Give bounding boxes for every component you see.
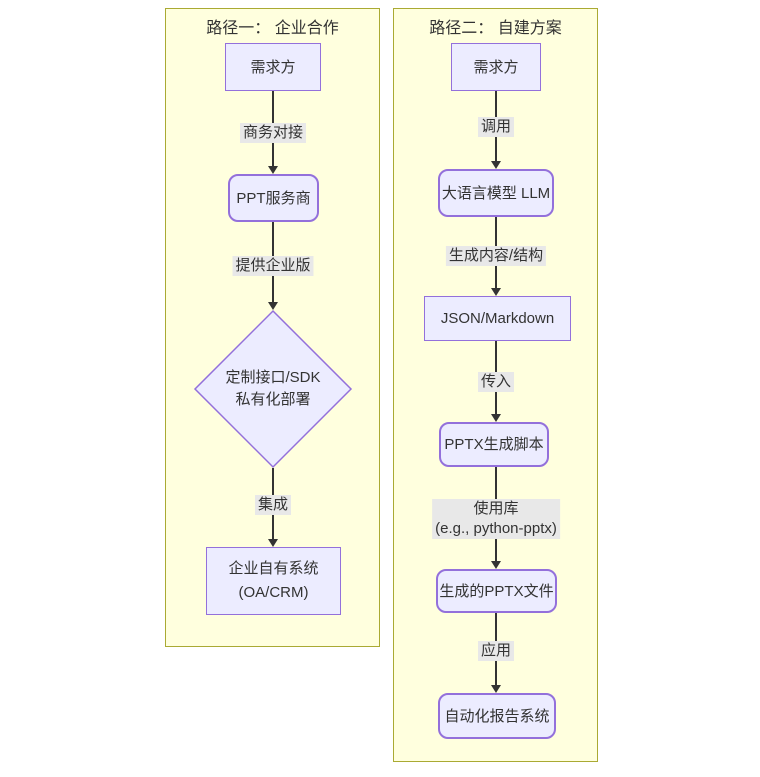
node-label: 生成的PPTX文件 [439,582,554,600]
edge-label-use-library: 使用库 (e.g., python-pptx) [432,499,560,539]
cluster-path1-title: 路径一： 企业合作 [206,20,339,37]
node-json-markdown: JSON/Markdown [424,296,571,341]
node-label: PPTX生成脚本 [444,436,544,453]
node-report-system: 自动化报告系统 [438,693,556,739]
arrowhead-icon [268,166,278,174]
node-demand-side-2: 需求方 [451,43,541,91]
node-llm: 大语言模型 LLM [438,169,554,217]
cluster-path2-title: 路径二： 自建方案 [429,20,562,37]
node-custom-sdk-decision: 定制接口/SDK 私有化部署 [194,367,352,411]
edge-label-pass-in: 传入 [477,372,515,392]
arrowhead-icon [268,302,278,310]
edge-label-line2: (e.g., python-pptx) [435,520,557,537]
arrowhead-icon [491,685,501,693]
node-label: PPT服务商 [236,189,311,207]
edge-label-provide-enterprise: 提供企业版 [232,256,314,276]
node-enterprise-system: 企业自有系统 (OA/CRM) [206,547,341,615]
node-label: 自动化报告系统 [444,707,550,725]
arrowhead-icon [491,561,501,569]
node-pptx-file: 生成的PPTX文件 [436,569,557,613]
node-label: 需求方 [473,58,519,76]
node-label-line1: 定制接口/SDK [225,369,321,386]
node-label-line2: 私有化部署 [235,391,311,408]
node-demand-side-1: 需求方 [225,43,321,91]
node-label: JSON/Markdown [440,310,555,327]
edge-label-call: 调用 [477,117,515,137]
node-label-line1: 企业自有系统 [228,560,319,577]
edge-label-integration: 集成 [254,495,292,515]
cluster-path1: 路径一： 企业合作 商务对接 提供企业版 集成 需求方 PPT服务商 定制接口/… [165,8,380,647]
arrowhead-icon [491,161,501,169]
node-label: 需求方 [250,58,296,76]
arrowhead-icon [268,539,278,547]
edge-label-business-contact: 商务对接 [239,123,307,143]
edge-label-generate-content: 生成内容/结构 [445,246,547,266]
cluster-path2: 路径二： 自建方案 调用 生成内容/结构 传入 使用库 (e.g., pytho… [393,8,598,762]
edge-label-apply: 应用 [477,641,515,661]
node-ppt-vendor: PPT服务商 [228,174,319,222]
arrowhead-icon [491,288,501,296]
node-label-line2: (OA/CRM) [238,584,309,601]
node-pptx-script: PPTX生成脚本 [439,422,549,467]
edge-label-line1: 使用库 [473,500,519,517]
node-label: 大语言模型 LLM [441,184,551,202]
arrowhead-icon [491,414,501,422]
decision-diamond-shape [193,309,353,469]
